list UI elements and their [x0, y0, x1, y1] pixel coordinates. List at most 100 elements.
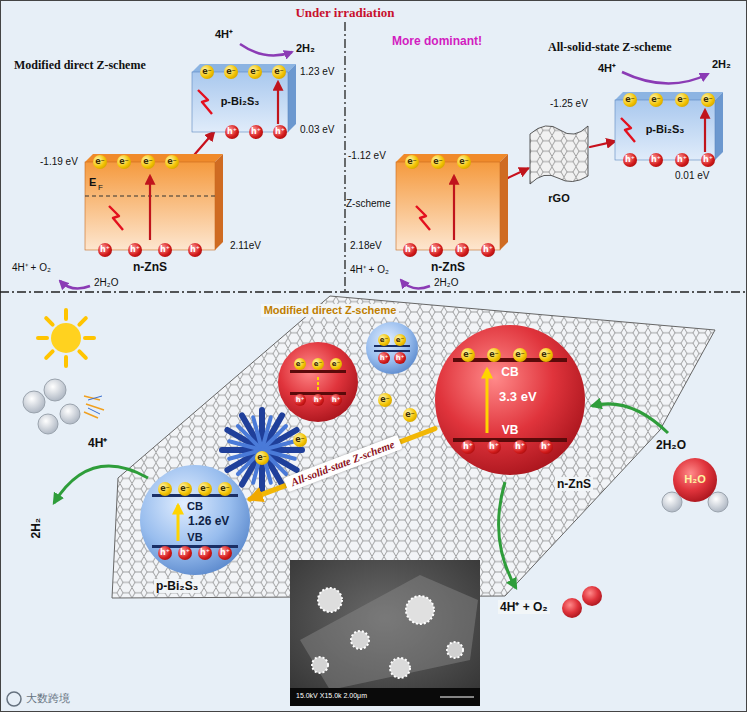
electron: e⁻: [394, 334, 406, 346]
fermi-level: E: [89, 176, 96, 189]
species-label: 2H₂O: [656, 438, 686, 452]
electron: e⁻: [248, 65, 262, 79]
node-label: p-Bi₂S₃: [221, 95, 260, 108]
electron: e⁻: [198, 482, 212, 496]
hole: h⁺: [198, 546, 212, 560]
hole: h⁺: [481, 243, 495, 257]
graphene-sheet: [112, 296, 715, 598]
electron: e⁻: [378, 393, 392, 407]
electron: e⁻: [539, 348, 553, 362]
small-heterojunction-spheres: [278, 322, 418, 422]
electron: e⁻: [294, 358, 306, 370]
node-label: n-ZnS: [431, 260, 465, 274]
molecule-label: H₂O: [684, 473, 705, 486]
electron: e⁻: [93, 155, 107, 169]
species-label: 2H₂: [712, 58, 731, 71]
node-label: CB: [501, 365, 518, 379]
electron: e⁻: [405, 155, 419, 169]
bi2s3-band-box: p-Bi₂S₃: [192, 72, 288, 132]
node-label: VB: [187, 531, 202, 544]
node-label: 1.26 eV: [188, 514, 229, 528]
electron: e⁻: [312, 358, 324, 370]
electron: e⁻: [487, 348, 501, 362]
node-label: VB: [502, 423, 519, 437]
rgo-sheet: rGO: [528, 120, 590, 188]
node-label: p-Bi₂S₃: [154, 579, 200, 593]
electron-transfer-arrow: [590, 141, 615, 147]
species-label: 4H⁺ + O₂: [12, 262, 51, 274]
energy-level: 1.23 eV: [300, 66, 334, 78]
electron: e⁻: [330, 358, 342, 370]
mechanism-label: Z-scheme: [346, 198, 390, 210]
hydrogen-molecules: [23, 379, 104, 434]
hole: h⁺: [513, 440, 527, 454]
species-label: 4H⁺: [88, 436, 107, 450]
electron: e⁻: [224, 65, 238, 79]
watermark-logo: [7, 692, 21, 706]
zns-band-box: n-ZnS: [396, 162, 500, 250]
electron: e⁻: [461, 348, 475, 362]
electron: e⁻: [675, 93, 689, 107]
hole: h⁺: [273, 125, 287, 139]
node-label: 3.3 eV: [499, 389, 537, 405]
hole: h⁺: [675, 153, 689, 167]
electron: e⁻: [255, 451, 269, 465]
node-label: n-ZnS: [133, 260, 167, 274]
hole: h⁺: [249, 125, 263, 139]
energy-level: 2.11eV: [230, 240, 261, 252]
hole: h⁺: [378, 352, 390, 364]
electron: e⁻: [378, 334, 390, 346]
hole: h⁺: [158, 243, 172, 257]
hole: h⁺: [98, 243, 112, 257]
sem-image: [290, 560, 480, 706]
hole: h⁺: [312, 394, 324, 406]
hole: h⁺: [701, 153, 715, 167]
energy-level: -1.12 eV: [348, 150, 386, 162]
water-molecule: [662, 458, 728, 512]
sem-scale-text: 15.0kV X15.0k 2.00μm: [296, 692, 367, 700]
species-label: 2H₂: [29, 518, 43, 539]
energy-level: -1.25 eV: [550, 98, 588, 110]
bi2s3-band-box: p-Bi₂S₃: [615, 100, 715, 160]
energy-level: -1.19 eV: [40, 156, 78, 168]
hole: h⁺: [218, 546, 232, 560]
zns-band-box: n-ZnS: [85, 162, 215, 250]
electron: e⁻: [165, 155, 179, 169]
node-label: n-ZnS: [555, 477, 593, 491]
species-label: 2H₂O: [94, 277, 118, 289]
electron: e⁻: [158, 482, 172, 496]
hole: h⁺: [539, 440, 553, 454]
hole: h⁺: [649, 153, 663, 167]
oxygen-molecule: [562, 586, 602, 618]
hole: h⁺: [429, 243, 443, 257]
mechanism-label: Modified direct Z-scheme: [261, 304, 400, 317]
hole: h⁺: [294, 394, 306, 406]
hole: h⁺: [330, 394, 342, 406]
electron: e⁻: [623, 93, 637, 107]
panel-heading: Modified direct Z-scheme: [14, 58, 146, 72]
bi2s3-sphere: CBVB1.26 eVp-Bi₂S₃: [140, 465, 250, 575]
hole: h⁺: [394, 352, 406, 364]
node-label: CB: [187, 500, 203, 513]
hole: h⁺: [403, 243, 417, 257]
species-label: 4H⁺ + O₂: [350, 264, 389, 276]
watermark: 大数跨境: [26, 692, 70, 705]
species-label: 4H⁺: [215, 28, 233, 41]
electron: e⁻: [403, 408, 417, 422]
node-label: p-Bi₂S₃: [646, 123, 685, 136]
electron-transfer-path: [250, 429, 435, 499]
species-label: 2H₂O: [434, 277, 458, 289]
panel-heading: All-solid-state Z-scheme: [548, 40, 672, 54]
electron: e⁻: [141, 155, 155, 169]
electron: e⁻: [218, 482, 232, 496]
energy-level: 0.01 eV: [675, 170, 709, 182]
hole: h⁺: [158, 546, 172, 560]
hole: h⁺: [461, 440, 475, 454]
electron: e⁻: [117, 155, 131, 169]
electron: e⁻: [431, 155, 445, 169]
zns-sphere: CBVB3.3 eVn-ZnS: [435, 325, 585, 475]
figure-heading: Under irradiation: [295, 5, 394, 21]
